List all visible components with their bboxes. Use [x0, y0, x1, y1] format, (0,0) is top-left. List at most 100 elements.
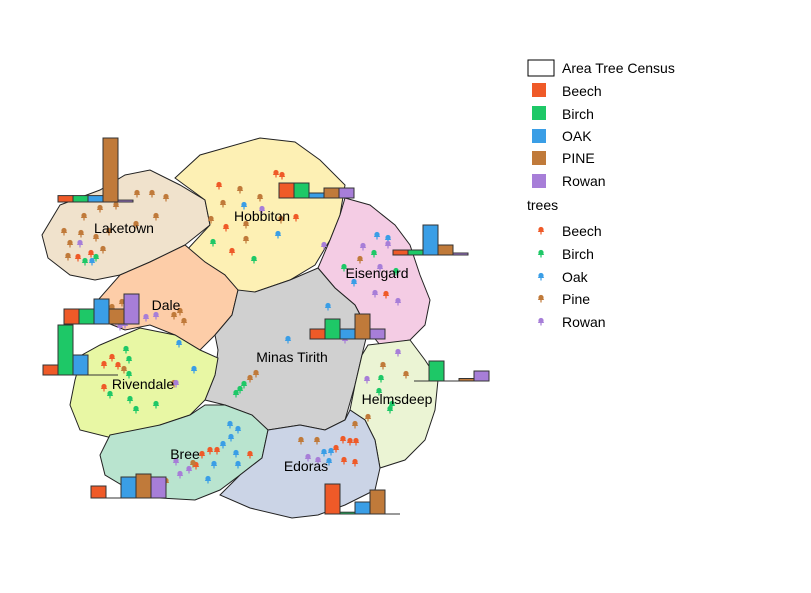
- tree-marker-pine: [92, 233, 100, 242]
- census-chart-eisengard: [392, 224, 469, 256]
- legend-tree-label-birch: Birch: [562, 246, 594, 262]
- census-bar-pine: [102, 137, 119, 203]
- legend-census-label-beech: Beech: [562, 83, 602, 99]
- tree-marker-oak: [325, 457, 333, 466]
- tree-marker-oak: [320, 448, 328, 457]
- tree-marker-oak: [204, 475, 212, 484]
- tree-marker-oak: [232, 449, 240, 458]
- tree-marker-rowan: [320, 241, 328, 250]
- tree-marker-pine: [176, 307, 184, 316]
- tree-marker-beech: [339, 435, 347, 444]
- tree-marker-pine: [180, 317, 188, 326]
- legend: Area Tree Census Beech Birch OAK PINE Ro…: [527, 59, 675, 330]
- census-bar-rowan: [338, 187, 355, 199]
- legend-census-label-birch: Birch: [562, 106, 594, 122]
- census-chart-hobbiton: [278, 182, 355, 199]
- tree-marker-pine: [351, 420, 359, 429]
- census-bar-rowan: [473, 370, 490, 382]
- legend-tree-icon-rowan: [537, 317, 545, 326]
- tree-marker-oak: [190, 365, 198, 374]
- tree-marker-beech: [114, 361, 122, 370]
- census-chart-helmsdeep: [414, 360, 490, 382]
- region-label-minas-tirith: Minas Tirith: [256, 349, 328, 365]
- census-bar-beech: [278, 182, 295, 199]
- region-label-dale: Dale: [152, 297, 181, 313]
- census-bar-pine: [108, 308, 125, 325]
- tree-marker-beech: [108, 353, 116, 362]
- census-bar-birch: [407, 249, 424, 256]
- tree-marker-pine: [99, 245, 107, 254]
- tree-marker-oak: [88, 257, 96, 266]
- legend-tree-icon-birch: [537, 249, 545, 258]
- census-bar-birch: [324, 318, 341, 340]
- tree-marker-birch: [236, 385, 244, 394]
- tree-marker-birch: [250, 255, 258, 264]
- legend-tree-label-oak: Oak: [562, 269, 589, 285]
- census-chart-bree: [90, 473, 167, 499]
- tree-marker-rowan: [394, 348, 402, 357]
- tree-marker-birch: [232, 389, 240, 398]
- census-bar-birch: [57, 324, 74, 376]
- tree-marker-birch: [125, 370, 133, 379]
- tree-marker-rowan: [363, 375, 371, 384]
- tree-marker-pine: [236, 185, 244, 194]
- tree-marker-beech: [206, 446, 214, 455]
- region-label-eisengard: Eisengard: [345, 265, 408, 281]
- tree-marker-birch: [370, 249, 378, 258]
- census-bar-oak: [422, 224, 439, 256]
- tree-marker-pine: [219, 199, 227, 208]
- tree-marker-birch: [209, 238, 217, 247]
- tree-marker-rowan: [371, 289, 379, 298]
- census-chart-laketown: [57, 137, 134, 203]
- census-bar-beech: [309, 328, 326, 340]
- tree-marker-oak: [226, 420, 234, 429]
- tree-marker-beech: [382, 290, 390, 299]
- legend-census-swatch: [527, 59, 555, 77]
- region-label-hobbiton: Hobbiton: [234, 208, 290, 224]
- tree-marker-pine: [189, 459, 197, 468]
- tree-marker-beech: [332, 444, 340, 453]
- census-bar-birch: [72, 195, 89, 203]
- tree-marker-birch: [152, 400, 160, 409]
- census-bar-oak: [93, 298, 110, 325]
- legend-tree-label-beech: Beech: [562, 223, 602, 239]
- tree-marker-oak: [373, 231, 381, 240]
- census-bar-oak: [354, 501, 371, 515]
- tree-marker-oak: [227, 433, 235, 442]
- tree-marker-pine: [246, 374, 254, 383]
- legend-census-title: Area Tree Census: [562, 60, 675, 76]
- tree-marker-beech: [351, 458, 359, 467]
- tree-marker-oak: [210, 460, 218, 469]
- legend-tree-icon-beech: [537, 226, 545, 235]
- tree-marker-pine: [207, 215, 215, 224]
- tree-marker-beech: [213, 446, 221, 455]
- tree-marker-birch: [386, 405, 394, 414]
- census-bar-pine: [323, 187, 340, 199]
- tree-marker-rowan: [172, 457, 180, 466]
- tree-marker-rowan: [258, 205, 266, 214]
- tree-marker-birch: [81, 257, 89, 266]
- tree-marker-pine: [313, 436, 321, 445]
- tree-marker-rowan: [76, 239, 84, 248]
- legend-tree-label-pine: Pine: [562, 291, 590, 307]
- legend-tree-icons: [537, 226, 545, 326]
- tree-marker-pine: [77, 229, 85, 238]
- census-bar-pine: [354, 313, 371, 340]
- tree-marker-pine: [402, 370, 410, 379]
- census-chart-edoras: [324, 483, 400, 515]
- tree-marker-beech: [74, 253, 82, 262]
- tree-marker-oak: [284, 335, 292, 344]
- tree-marker-pine: [152, 212, 160, 221]
- region-hobbiton[interactable]: [174, 137, 346, 301]
- tree-marker-rowan: [394, 297, 402, 306]
- tree-marker-beech: [246, 450, 254, 459]
- legend-census-swatch-pine: [532, 151, 546, 165]
- tree-marker-rowan: [142, 313, 150, 322]
- tree-marker-birch: [340, 263, 348, 272]
- tree-marker-beech: [352, 437, 360, 446]
- tree-marker-rowan: [376, 263, 384, 272]
- tree-marker-beech: [198, 450, 206, 459]
- tree-marker-rowan: [152, 311, 160, 320]
- tree-marker-oak: [350, 278, 358, 287]
- tree-marker-pine: [364, 413, 372, 422]
